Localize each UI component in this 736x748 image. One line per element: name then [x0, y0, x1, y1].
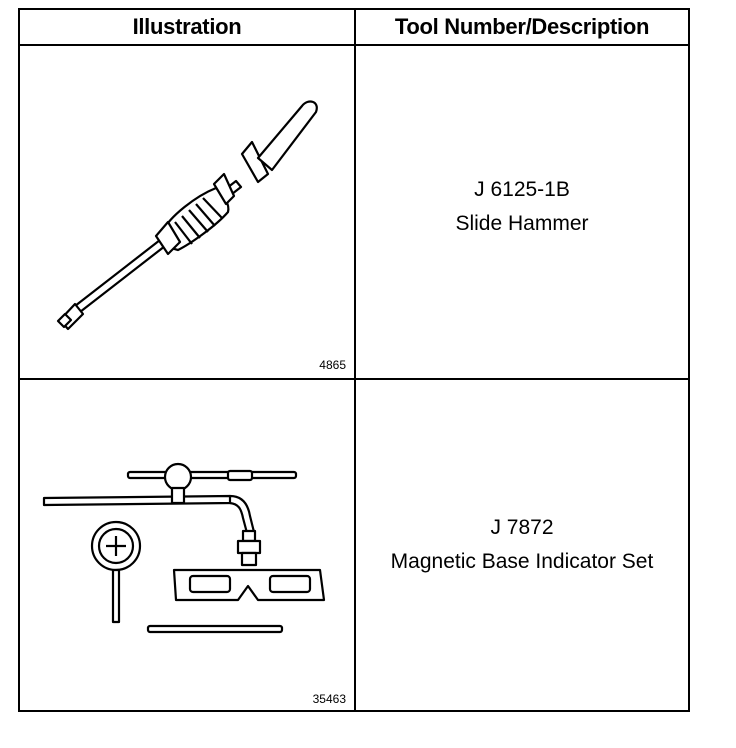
illustration-cell-1: 4865: [20, 46, 354, 378]
illustration-cell-2: 35463: [20, 380, 354, 710]
tool-number-1: J 6125-1B: [474, 178, 570, 201]
column-divider: [354, 10, 356, 710]
header-tool-description: Tool Number/Description: [394, 14, 650, 39]
slide-hammer-icon: [56, 100, 318, 331]
header-divider: [20, 44, 688, 46]
tool-table: Illustration Tool Number/Description: [18, 8, 690, 712]
tool-description-2: Magnetic Base Indicator Set: [390, 550, 654, 573]
figure-number-2: 35463: [312, 692, 346, 706]
row-divider: [20, 378, 688, 380]
figure-number-1: 4865: [319, 358, 346, 372]
description-cell-1: J 6125-1B Slide Hammer: [356, 46, 688, 378]
description-cell-2: J 7872 Magnetic Base Indicator Set: [356, 380, 688, 710]
header-illustration: Illustration: [132, 14, 242, 39]
tool-description-1: Slide Hammer: [455, 212, 589, 235]
tool-number-2: J 7872: [490, 516, 554, 539]
magnetic-base-indicator-icon: [42, 462, 326, 634]
